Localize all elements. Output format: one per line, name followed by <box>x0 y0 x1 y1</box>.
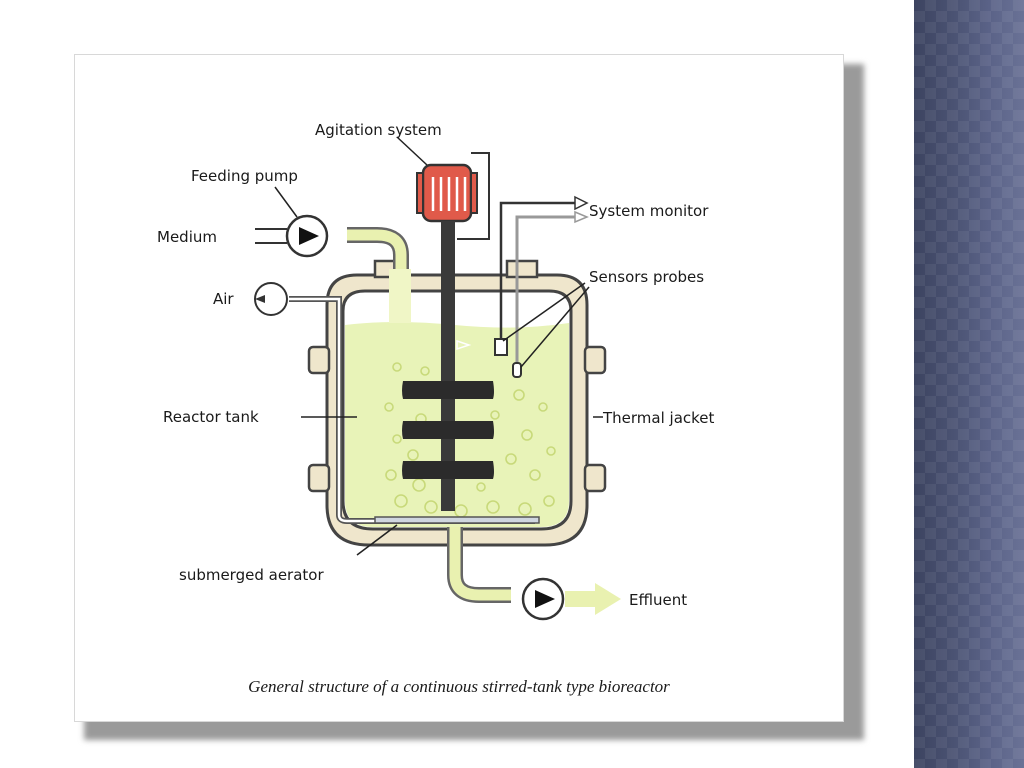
label-sensors-probes: Sensors probes <box>589 268 704 286</box>
air-bubbles <box>384 362 556 518</box>
impeller-blades <box>402 381 494 479</box>
figure-caption: General structure of a continuous stirre… <box>248 677 670 696</box>
slide-card: Agitation system Feeding pump Medium Air… <box>74 54 844 722</box>
label-thermal-jacket: Thermal jacket <box>602 409 715 427</box>
sensor-probe <box>512 362 522 378</box>
jacket-lug <box>307 463 331 493</box>
label-reactor-tank: Reactor tank <box>163 408 259 426</box>
effluent-arrow <box>565 583 621 615</box>
leader-lines <box>274 136 603 556</box>
motor-bracket <box>457 152 490 240</box>
jacket-lug <box>307 345 331 375</box>
label-system-monitor: System monitor <box>589 202 709 220</box>
label-agitation-system: Agitation system <box>315 121 442 139</box>
bioreactor-diagram: Agitation system Feeding pump Medium Air… <box>157 121 715 621</box>
label-medium: Medium <box>157 228 217 246</box>
monitor-line-1 <box>499 201 575 345</box>
jacket-lug <box>583 345 607 375</box>
label-submerged-aerator: submerged aerator <box>179 566 324 584</box>
label-feeding-pump: Feeding pump <box>191 167 298 185</box>
submerged-aerator <box>374 516 540 524</box>
side-decor-panel <box>914 0 1024 768</box>
top-nozzle <box>505 259 539 279</box>
monitor-line-2 <box>515 215 575 367</box>
agitation-motor <box>416 163 478 223</box>
medium-inlet <box>255 228 287 244</box>
label-air: Air <box>213 290 234 308</box>
sensor-probe <box>494 338 508 356</box>
jacket-lug <box>583 463 607 493</box>
label-effluent: Effluent <box>629 591 687 609</box>
